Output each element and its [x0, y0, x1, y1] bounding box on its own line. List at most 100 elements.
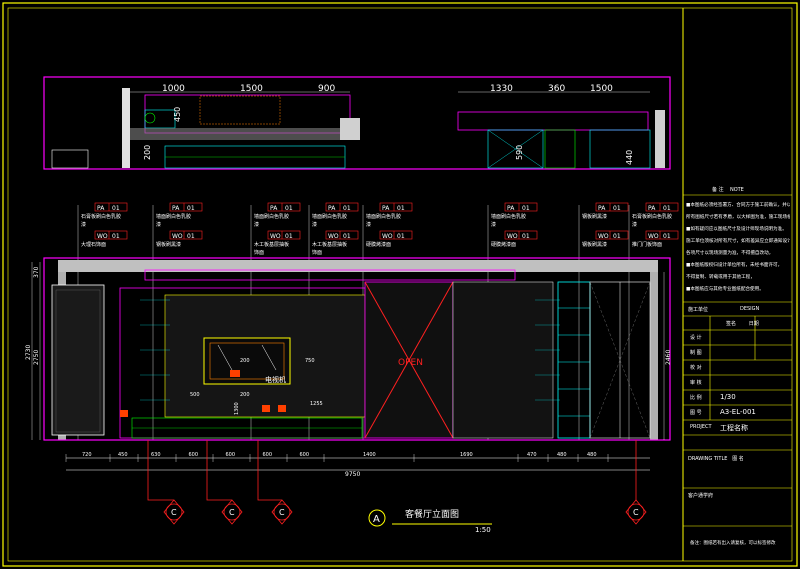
tag-desc3: 硬膜烤漆面	[491, 241, 516, 248]
section-marker	[273, 503, 291, 521]
note-line: 各项尺寸以现场测量为准，不得擅自改动，	[686, 251, 774, 256]
plan-dim-6: 1500	[590, 84, 613, 94]
owner: 客户通学府	[688, 493, 714, 499]
inner-frame	[7, 7, 793, 562]
tag-desc3: 钢板刷黑漆	[156, 241, 181, 248]
tag-code-box	[267, 202, 301, 212]
note-line: 不得复制、转载或用于其他工程，	[686, 275, 755, 280]
note-line: ■本图纸必须经签署方、合同方于施工前确认，并以盖章签字为准，	[686, 203, 790, 208]
note-line: ■本图纸应与其他专业图纸配合使用。	[686, 287, 764, 292]
tag-desc-2: 漆	[81, 221, 86, 228]
top-plan: 1000 1500 900 1330 360 1500 450 200 590 …	[43, 76, 671, 170]
dim-label: 480	[587, 452, 597, 458]
plan-dim-3: 900	[318, 84, 335, 94]
inner-dim-4: 200	[240, 392, 250, 398]
height-dim-right: 2460	[665, 350, 672, 365]
section-marker	[627, 503, 645, 521]
door-open-label: OPEN	[398, 358, 423, 368]
sign-header: 签名 日期	[726, 321, 759, 327]
tag-num: 01	[613, 205, 621, 212]
dim-label: 480	[557, 452, 567, 458]
tag-desc: 墙面刷白色乳胶	[491, 213, 526, 220]
elevation: 电视机 OPEN 370 2750 2730 2460 200 750 1255	[25, 257, 672, 441]
dim-label: 1400	[363, 452, 376, 458]
dim-label: 720	[82, 452, 92, 458]
tag-desc: 石膏板刷白色乳胶	[81, 213, 121, 220]
tag-code2: WO	[648, 233, 659, 240]
tag-desc: 石膏板刷白色乳胶	[632, 213, 672, 220]
dim-label: 630	[151, 452, 161, 458]
tag-code: PA	[507, 205, 515, 212]
tag-code2: WO	[97, 233, 108, 240]
title-row-label: 审 核	[690, 380, 702, 386]
tv-label: 电视机	[265, 375, 286, 384]
tag-num: 01	[285, 205, 293, 212]
section-marker-letter: C	[171, 508, 177, 517]
section-marker-letter: C	[279, 508, 285, 517]
tag-code: PA	[382, 205, 390, 212]
note-line: ■本图纸版权归设计单位所有，未经书面许可，	[686, 263, 783, 268]
tag-num2: 01	[397, 233, 405, 240]
notes-list: ■本图纸必须经签署方、合同方于施工前确认，并以盖章签字为准，所有图纸尺寸若有矛盾…	[686, 200, 790, 296]
tag-code: PA	[598, 205, 606, 212]
tag-num2: 01	[187, 233, 195, 240]
dim-label: 470	[527, 452, 537, 458]
dim-label: 600	[300, 452, 310, 458]
tag-code-box	[169, 202, 203, 212]
tag-num2: 01	[663, 233, 671, 240]
tag-desc-2: 漆	[491, 221, 496, 228]
tag-num: 01	[397, 205, 405, 212]
tag-num2: 01	[343, 233, 351, 240]
inner-dim-5: 500	[190, 392, 200, 398]
drawing-name-label: DRAWING TITLE 图 名	[688, 456, 744, 462]
tag-num: 01	[663, 205, 671, 212]
tag-code2: WO	[270, 233, 281, 240]
plan-vdim-2: 200	[143, 145, 152, 160]
inner-dim-3: 1255	[310, 401, 323, 407]
tag-desc: 钢板刷黑漆	[582, 213, 607, 220]
tag-desc3: 木工板基层抽板	[254, 241, 289, 248]
tag-desc3: 钢板刷黑漆	[582, 241, 607, 248]
notes-header: 备 注 NOTE	[712, 187, 744, 193]
section-markers	[147, 440, 637, 501]
tag-num2: 01	[613, 233, 621, 240]
designer-label: 施工单位	[688, 307, 709, 313]
tag-desc-2: 漆	[312, 221, 317, 228]
tag-code: PA	[270, 205, 278, 212]
height-dim-2: 2750	[33, 350, 40, 365]
tag-desc4: 饰面	[254, 249, 264, 256]
tag-num: 01	[343, 205, 351, 212]
plan-vdim-1: 450	[173, 107, 182, 122]
tag-desc3: 推门门板饰面	[632, 241, 662, 248]
dim-label: 600	[189, 452, 199, 458]
title-row-label: 图 号	[690, 410, 702, 416]
title-scale: 1:50	[475, 526, 491, 534]
tag-code2: WO	[382, 233, 393, 240]
section-marker-letter: C	[229, 508, 235, 517]
section-marker	[165, 503, 183, 521]
tag-desc: 墙面刷白色乳胶	[156, 213, 191, 220]
tag-code2: WO	[598, 233, 609, 240]
dim-label: 1690	[460, 452, 473, 458]
designer-en: DESIGN	[740, 306, 760, 312]
plan-dim-2: 1500	[240, 84, 263, 94]
tag-desc-2: 漆	[156, 221, 161, 228]
tag-code-box	[325, 202, 359, 212]
tag-code: PA	[97, 205, 105, 212]
dim-label: 600	[263, 452, 273, 458]
title-row-label: 比 例	[690, 395, 702, 401]
footer-note: 备注：图纸若有出入请复核，可以标签修改	[690, 541, 776, 546]
title-row-value: 工程名称	[720, 424, 748, 432]
title-circle	[368, 509, 386, 527]
title-row-label: 制 图	[690, 350, 702, 356]
tag-code: PA	[172, 205, 180, 212]
tag-num: 01	[112, 205, 120, 212]
tag-code2: WO	[507, 233, 518, 240]
title-row-label: PROJECT	[690, 424, 712, 430]
inner-dim-2: 750	[305, 358, 315, 364]
title-row-label: 校 对	[690, 365, 702, 371]
section-marker	[223, 503, 241, 521]
tag-desc4: 饰面	[312, 249, 322, 256]
